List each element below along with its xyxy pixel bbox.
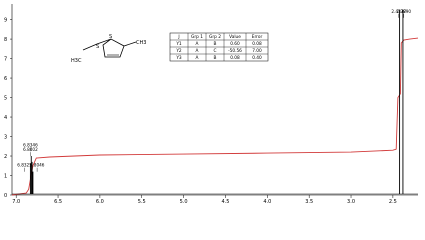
molecule-label-s2: S [109, 34, 112, 40]
table-header-2: Grp 2 [209, 34, 221, 40]
x-tick-label-5: 4.5 [221, 199, 229, 205]
table-header-0: J [177, 34, 179, 40]
table-cell-1-1: A [196, 41, 199, 47]
peak-layer [12, 9, 418, 195]
peak-label-0: 6.8346 [23, 142, 38, 147]
y-tick-label-7: 7 [4, 57, 7, 63]
table-cell-3-2: B [214, 55, 217, 61]
y-tick-label-0: 0 [4, 193, 7, 199]
peak-label-1: 6.8402 [23, 147, 38, 152]
y-tick-label-6: 6 [4, 76, 7, 82]
table-cell-1-3: 0.60 [230, 41, 240, 47]
x-tick-label-0: 7.0 [12, 199, 20, 205]
molecule-label-ch3: CH3 [136, 40, 146, 46]
table-cell-2-3: -50.56 [228, 48, 242, 54]
y-tick-label-5: 5 [4, 96, 7, 102]
y-tick-label-9: 9 [4, 18, 7, 24]
peak-label-2: 6.8325 [17, 163, 32, 168]
molecule-label-h3c: H3C [71, 58, 82, 64]
table-cell-3-0: Y3 [175, 55, 182, 61]
x-tick-label-6: 4.0 [263, 199, 271, 205]
table-header-3: Value [229, 34, 241, 40]
molecule-bonds [82, 38, 125, 58]
y-axis: 0 1 2 3 4 5 6 7 8 9 [4, 4, 13, 199]
molecule-structure: H3C S S CH3 [71, 34, 146, 64]
table-header-1: Grp 1 [191, 34, 203, 40]
table-cell-1-4: 0.08 [252, 41, 262, 47]
peak-label-4: 2.4377 [391, 9, 406, 14]
table-cell-2-1: A [196, 48, 199, 54]
x-tick-label-2: 6.0 [96, 199, 104, 205]
table-cell-1-2: B [214, 41, 217, 47]
x-tick-label-9: 2.5 [389, 199, 397, 205]
table-cell-3-1: A [196, 55, 199, 61]
x-tick-label-4: 5.0 [180, 199, 188, 205]
y-tick-label-4: 4 [4, 115, 7, 121]
x-tick-label-7: 3.5 [305, 199, 313, 205]
table-cell-2-0: Y2 [175, 48, 182, 54]
table-cell-2-2: C [213, 48, 216, 54]
table-cell-3-4: 0.40 [252, 55, 262, 61]
peak-label-3: 6.8046 [30, 163, 45, 168]
y-tick-label-1: 1 [4, 174, 7, 180]
molecule-label-s1: S [96, 44, 99, 50]
y-tick-label-2: 2 [4, 154, 7, 160]
table-cell-2-4: 7.00 [252, 48, 262, 54]
nmr-spectrum-chart: 0 1 2 3 4 5 6 7 8 9 7.0 6.5 6.0 5.5 5.0 4.5 4.0 3.5 3.0 2.… [4, 4, 419, 205]
table-cell-1-0: Y1 [175, 41, 182, 47]
x-axis: 7.0 6.5 6.0 5.5 5.0 4.5 4.0 3.5 3.0 2.5 [12, 194, 418, 205]
table-header-4: Error [252, 34, 263, 40]
table-cell-3-3: 0.08 [230, 55, 240, 61]
y-tick-label-8: 8 [4, 37, 7, 43]
molecule-methyl-bond [123, 41, 137, 47]
x-tick-label-3: 5.5 [138, 199, 146, 205]
y-tick-label-3: 3 [4, 135, 7, 141]
x-tick-label-1: 6.5 [54, 199, 62, 205]
peak-label-5: 2.3890 [396, 9, 411, 14]
x-tick-label-8: 3.0 [347, 199, 355, 205]
